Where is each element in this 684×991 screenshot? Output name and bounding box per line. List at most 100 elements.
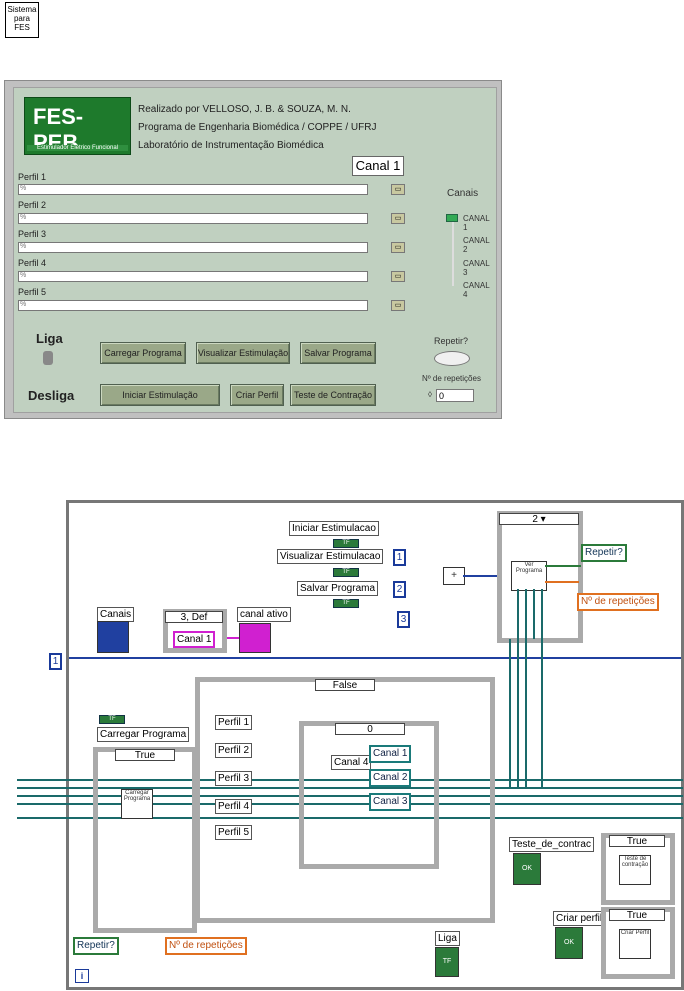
browse-folder-icon[interactable]: ▭ [391,300,405,311]
teste-button-terminal[interactable]: OK [513,853,541,885]
on-off-switch[interactable] [43,351,53,365]
repeticoes-indicator-bottom: Nº de repetições [165,937,247,955]
browse-folder-icon[interactable]: ▭ [391,213,405,224]
iniciar-terminal[interactable]: TF [333,539,359,548]
browse-folder-icon[interactable]: ▭ [391,242,405,253]
vi-icon: Sistema para FES [5,2,39,38]
switch-off-label: Desliga [28,388,75,403]
perfil-5-label: Perfil 5 [18,287,47,297]
canal-3-indicator: Canal 3 [369,793,412,811]
wire [525,589,527,639]
wire [227,637,239,639]
canais-slider-track[interactable] [452,216,454,286]
perfil-1-terminal: Perfil 1 [215,715,253,730]
path-prefix: % [20,185,27,192]
perfil-1-label: Perfil 1 [18,172,47,182]
case-selector-canal[interactable]: 3, Def [165,611,223,623]
block-diagram: 2 ▾ Ver Programa Repetir? Nº de repetiçõ… [17,500,684,990]
carregar-terminal[interactable]: TF [99,715,125,724]
constant-2[interactable]: 2 [393,581,406,598]
perfil-3-label: Perfil 3 [18,229,47,239]
repeticoes-input[interactable]: 0 [436,389,474,402]
wire [533,589,535,639]
teste-terminal-label: Teste_de_contrac [509,837,594,852]
browse-folder-icon[interactable]: ▭ [391,271,405,282]
perfil-2-label: Perfil 2 [18,200,47,210]
canal-item: CANAL 1 [463,214,490,232]
panel-area: FES- PEB Estimulador Elétrico Funcional … [13,87,497,413]
repetir-toggle[interactable] [434,351,470,366]
vi-icon-line: Sistema [7,5,37,14]
canais-slider-thumb[interactable] [446,214,458,222]
perfil-1-path[interactable]: % [18,184,368,195]
criar-button-terminal[interactable]: OK [555,927,583,959]
repetir-label: Repetir? [434,336,469,346]
path-prefix: % [20,272,27,279]
case-selector-2[interactable]: 2 ▾ [499,513,579,525]
salvar-terminal-label: Salvar Programa [297,581,379,596]
perfil-4-label: Perfil 4 [18,258,47,268]
carregar-programa-subvi[interactable]: Carregar Programa [121,789,153,819]
wire [463,575,497,577]
canais-title: Canais [447,188,479,199]
canais-terminal[interactable] [97,621,129,653]
wire [545,565,581,567]
cluster-wire [17,817,683,819]
vi-icon-line: FES [14,23,30,32]
case-selector-true-criar[interactable]: True [609,909,665,921]
case-selector-0[interactable]: 0 [335,723,405,735]
liga-terminal-label: Liga [435,931,460,946]
carregar-programa-button[interactable]: Carregar Programa [100,342,186,364]
criar-perfil-button[interactable]: Criar Perfil [230,384,284,406]
perfil-4-path[interactable]: % [18,271,368,282]
canal-ativo-indicator [239,623,271,653]
perfil-2-terminal: Perfil 2 [215,743,253,758]
wire [541,589,543,639]
teste-contracao-button[interactable]: Teste de Contração [290,384,376,406]
credit-authors: Realizado por VELLOSO, J. B. & SOUZA, M.… [138,104,351,115]
perfil-4-terminal: Perfil 4 [215,799,253,814]
case-selector-true-left[interactable]: True [115,749,175,761]
canal-2-indicator: Canal 2 [369,769,412,787]
fes-peb-logo: FES- PEB Estimulador Elétrico Funcional [24,97,131,155]
loop-constant-1[interactable]: 1 [49,653,62,670]
ver-programa-subvi[interactable]: Ver Programa [511,561,547,591]
repeticoes-increment-icon[interactable]: ◊ [428,390,432,399]
perfil-3-terminal: Perfil 3 [215,771,253,786]
canal-item: CANAL 3 [463,259,490,277]
visualizar-terminal[interactable]: TF [333,568,359,577]
repeticoes-indicator-top: Nº de repetições [577,593,659,611]
constant-3[interactable]: 3 [397,611,410,628]
switch-on-label: Liga [36,331,63,346]
criar-perfil-subvi[interactable]: Criar Perfil [619,929,651,959]
salvar-terminal[interactable]: TF [333,599,359,608]
canal-string-constant: Canal 1 [173,631,216,648]
case-selector-false[interactable]: False [315,679,375,691]
canal-4-terminal: Canal 4 [331,755,372,770]
case-selector-true-teste[interactable]: True [609,835,665,847]
canal-indicator: Canal 1 [352,156,404,176]
canal-item: CANAL 4 [463,281,490,299]
perfil-2-path[interactable]: % [18,213,368,224]
constant-1[interactable]: 1 [393,549,406,566]
loop-wire [69,657,681,659]
logo-subtitle: Estimulador Elétrico Funcional [27,145,128,151]
path-prefix: % [20,214,27,221]
perfil-5-path[interactable]: % [18,300,368,311]
browse-folder-icon[interactable]: ▭ [391,184,405,195]
cluster-wire [17,787,683,789]
vi-icon-line: para [13,14,30,23]
canal-item: CANAL 2 [463,236,490,254]
teste-contracao-subvi[interactable]: Teste de contração [619,855,651,885]
cluster-wire [17,779,683,781]
cluster-wire [17,795,683,797]
liga-switch-terminal[interactable]: TF [435,947,459,977]
wire [517,639,519,789]
front-panel: FES- PEB Estimulador Elétrico Funcional … [4,80,502,419]
perfil-3-path[interactable]: % [18,242,368,253]
case-selector-value: 2 [532,514,538,525]
info-icon[interactable]: i [75,969,89,983]
salvar-programa-button[interactable]: Salvar Programa [300,342,376,364]
visualizar-estimulacao-button[interactable]: Visualizar Estimulação [196,342,290,364]
iniciar-estimulacao-button[interactable]: Iniciar Estimulação [100,384,220,406]
